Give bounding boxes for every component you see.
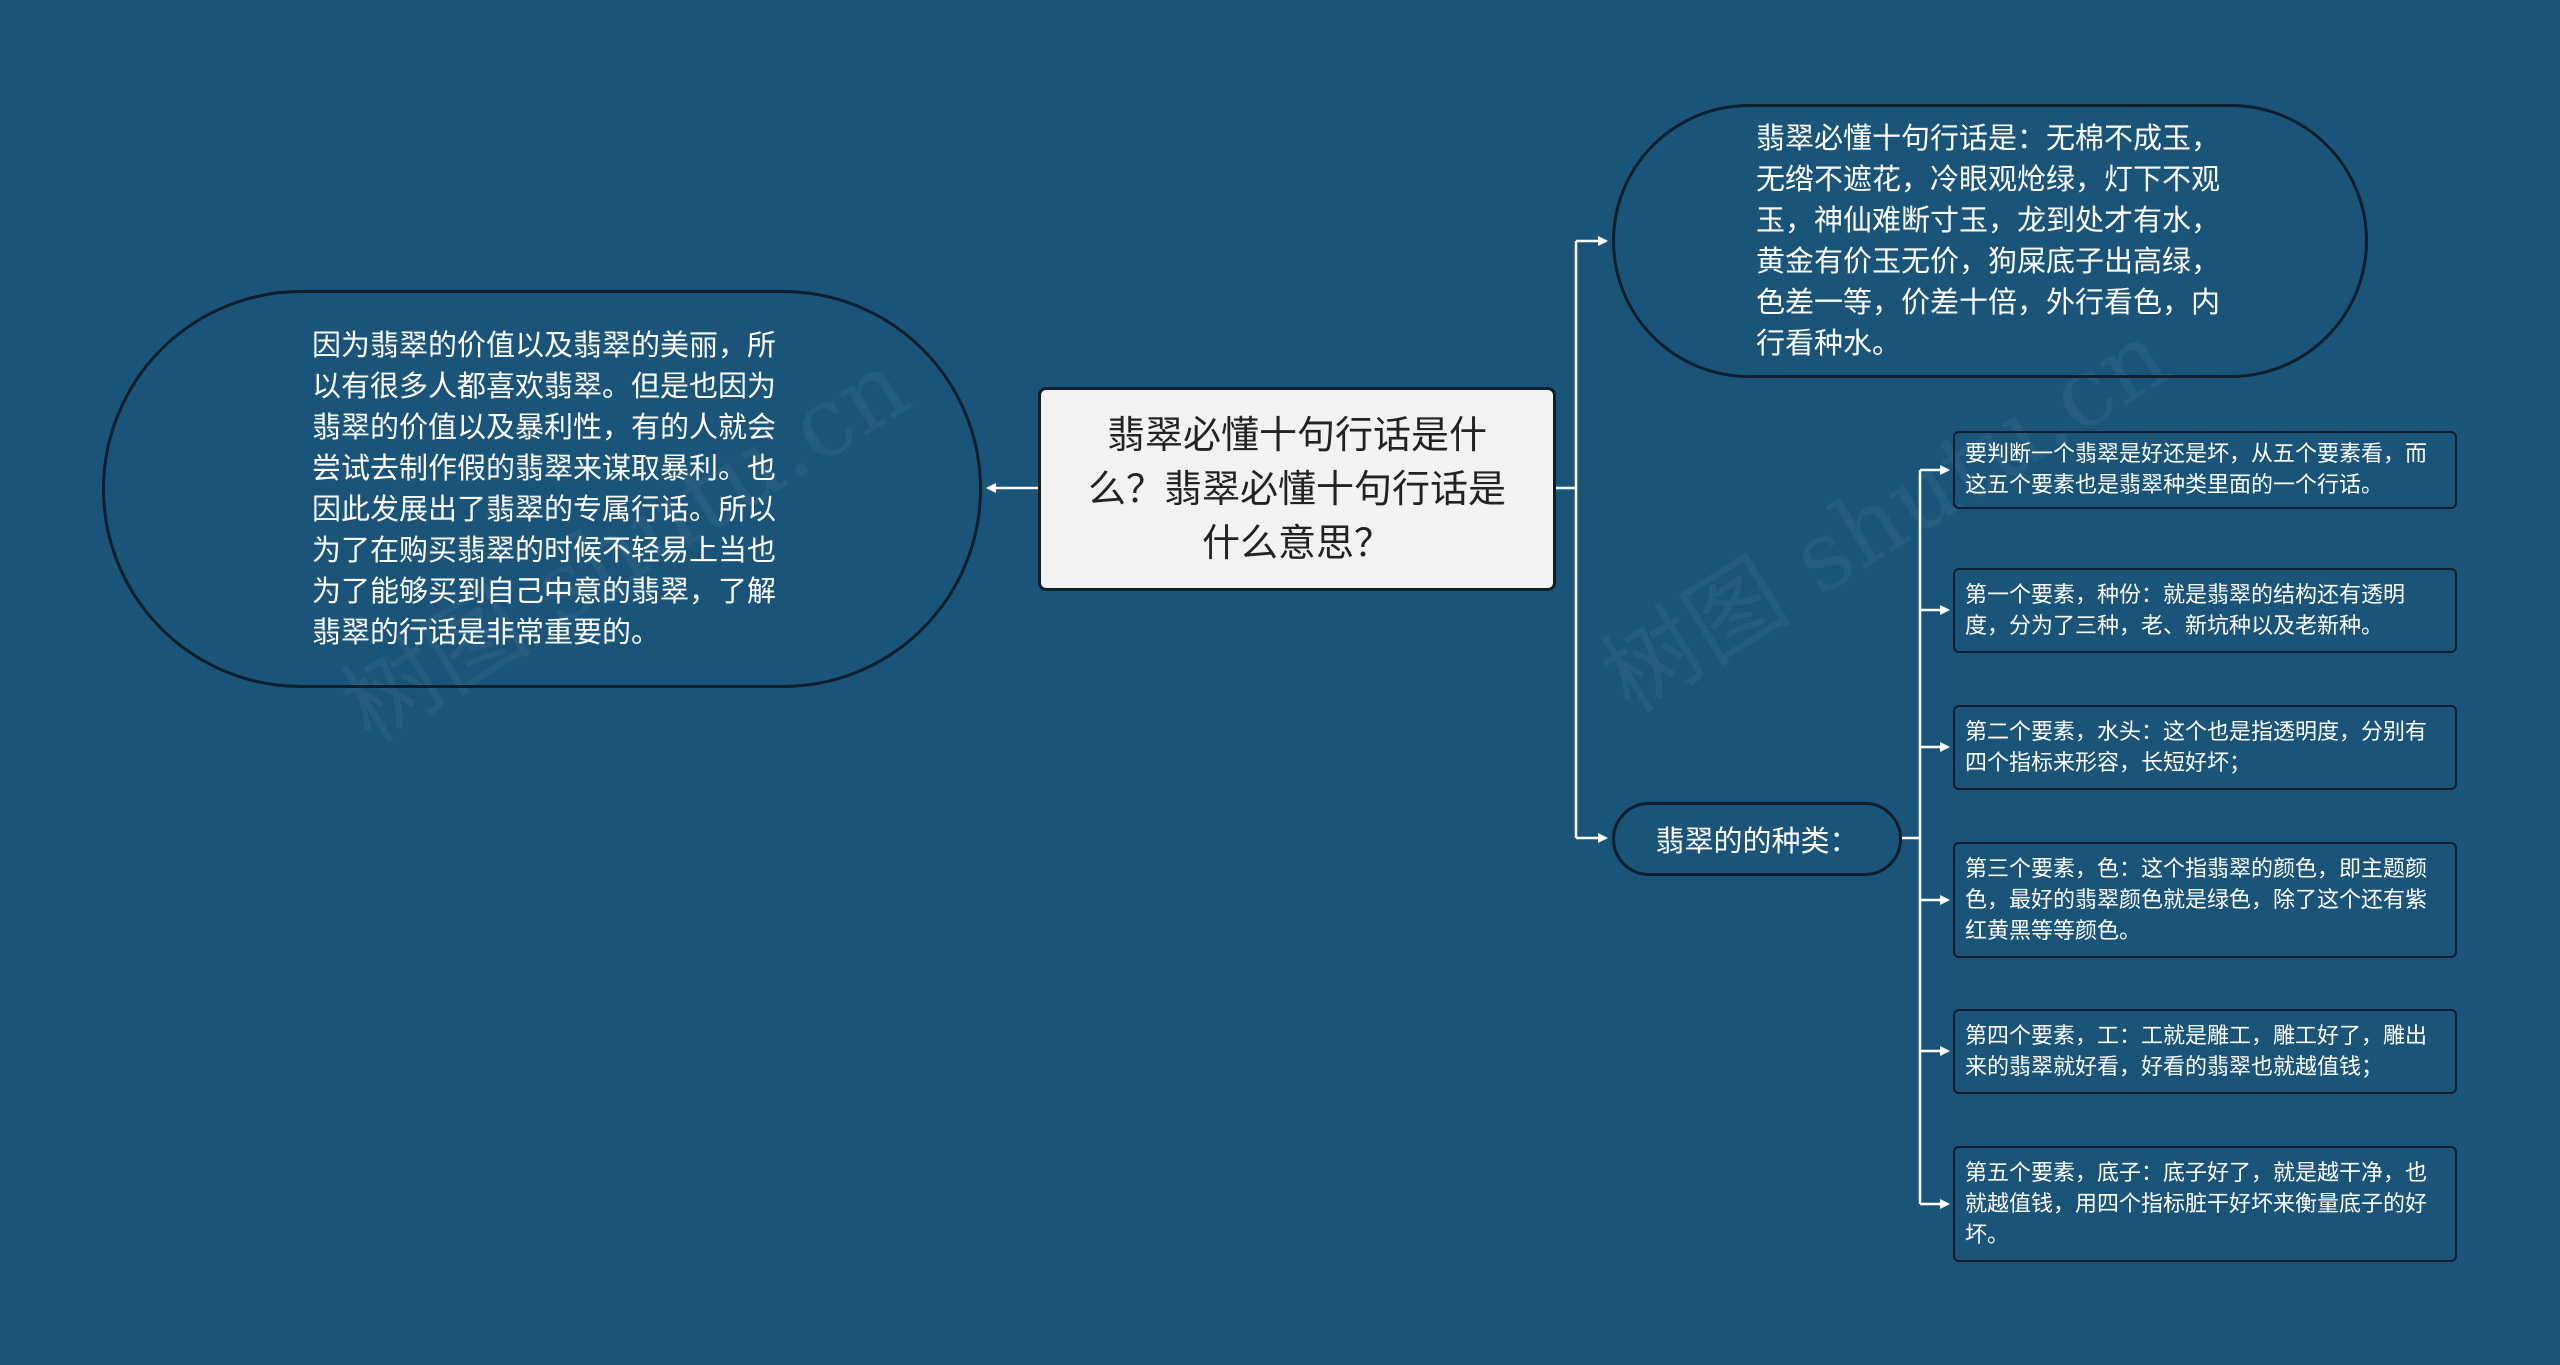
central-topic-text: 翡翠必懂十句行话是什么？翡翠必懂十句行话是什么意思？: [1087, 413, 1506, 565]
leaf-text: 第三个要素，色：这个指翡翠的颜色，即主题颜色，最好的翡翠颜色就是绿色，除了这个还…: [1965, 856, 2428, 944]
leaf-node-element-5[interactable]: 第五个要素，底子：底子好了，就是越干净，也就越值钱，用四个指标脏干好坏来衡量底子…: [1953, 1146, 2457, 1262]
types-branch-label: 翡翠的的种类：: [1655, 824, 1859, 858]
types-branch-node[interactable]: 翡翠的的种类：: [1612, 802, 1902, 876]
intro-node[interactable]: 因为翡翠的价值以及翡翠的美丽，所以有很多人都喜欢翡翠。但是也因为翡翠的价值以及暴…: [102, 290, 982, 688]
leaf-text: 第五个要素，底子：底子好了，就是越干净，也就越值钱，用四个指标脏干好坏来衡量底子…: [1965, 1160, 2428, 1248]
leaf-text: 第四个要素，工：工就是雕工，雕工好了，雕出来的翡翠就好看，好看的翡翠也就越值钱；: [1965, 1023, 2428, 1080]
leaf-node-element-4[interactable]: 第四个要素，工：工就是雕工，雕工好了，雕出来的翡翠就好看，好看的翡翠也就越值钱；: [1953, 1009, 2457, 1094]
leaf-text: 第二个要素，水头：这个也是指透明度，分别有四个指标来形容，长短好坏；: [1965, 719, 2428, 776]
leaf-node-element-1[interactable]: 第一个要素，种份：就是翡翠的结构还有透明度，分为了三种，老、新坑种以及老新种。: [1953, 568, 2457, 653]
leaf-text: 第一个要素，种份：就是翡翠的结构还有透明度，分为了三种，老、新坑种以及老新种。: [1965, 582, 2406, 639]
sayings-text: 翡翠必懂十句行话是：无棉不成玉，无绺不遮花，冷眼观炝绿，灯下不观玉，神仙难断寸玉…: [1756, 121, 2221, 360]
sayings-node[interactable]: 翡翠必懂十句行话是：无棉不成玉，无绺不遮花，冷眼观炝绿，灯下不观玉，神仙难断寸玉…: [1612, 104, 2368, 378]
leaf-node-element-2[interactable]: 第二个要素，水头：这个也是指透明度，分别有四个指标来形容，长短好坏；: [1953, 705, 2457, 790]
intro-text: 因为翡翠的价值以及翡翠的美丽，所以有很多人都喜欢翡翠。但是也因为翡翠的价值以及暴…: [312, 328, 777, 649]
leaf-text: 要判断一个翡翠是好还是坏，从五个要素看，而这五个要素也是翡翠种类里面的一个行话。: [1965, 442, 2428, 498]
leaf-node-element-3[interactable]: 第三个要素，色：这个指翡翠的颜色，即主题颜色，最好的翡翠颜色就是绿色，除了这个还…: [1953, 842, 2457, 958]
central-topic-node[interactable]: 翡翠必懂十句行话是什么？翡翠必懂十句行话是什么意思？: [1038, 387, 1556, 591]
leaf-node-intro[interactable]: 要判断一个翡翠是好还是坏，从五个要素看，而这五个要素也是翡翠种类里面的一个行话。: [1953, 431, 2457, 509]
